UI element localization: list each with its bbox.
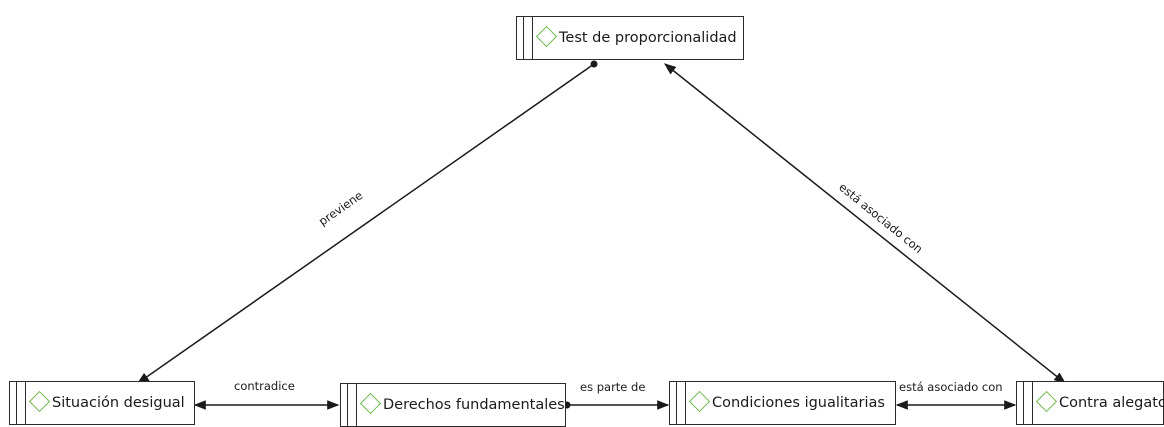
node-label: Situación desigual	[52, 395, 185, 411]
node-label: Test de proporcionalidad	[559, 30, 737, 46]
concept-diamond-icon	[359, 392, 382, 415]
node-label: Contra alegato	[1059, 395, 1164, 411]
edge-previene-line	[137, 63, 595, 384]
concept-diamond-icon	[1035, 390, 1058, 413]
edge-label-asociado-bottom: está asociado con	[899, 380, 1003, 394]
node-condiciones-igualitarias[interactable]: Condiciones igualitarias	[669, 381, 896, 425]
node-label: Condiciones igualitarias	[712, 395, 885, 411]
node-test-de-proporcionalidad[interactable]: Test de proporcionalidad	[516, 16, 744, 60]
edge-label-contradice: contradice	[234, 379, 295, 393]
concept-diamond-icon	[688, 390, 711, 413]
edge-asociado-diag-line	[664, 63, 1066, 384]
concept-diamond-icon	[535, 25, 558, 48]
edge-previene-dot	[590, 60, 598, 68]
concept-diamond-icon	[28, 390, 51, 413]
edge-label-parte-de: es parte de	[580, 380, 646, 394]
node-situacion-desigual[interactable]: Situación desigual	[9, 381, 195, 425]
node-derechos-fundamentales[interactable]: Derechos fundamentales	[340, 383, 566, 427]
node-contra-alegato[interactable]: Contra alegato	[1016, 381, 1164, 425]
node-label: Derechos fundamentales	[383, 397, 565, 413]
